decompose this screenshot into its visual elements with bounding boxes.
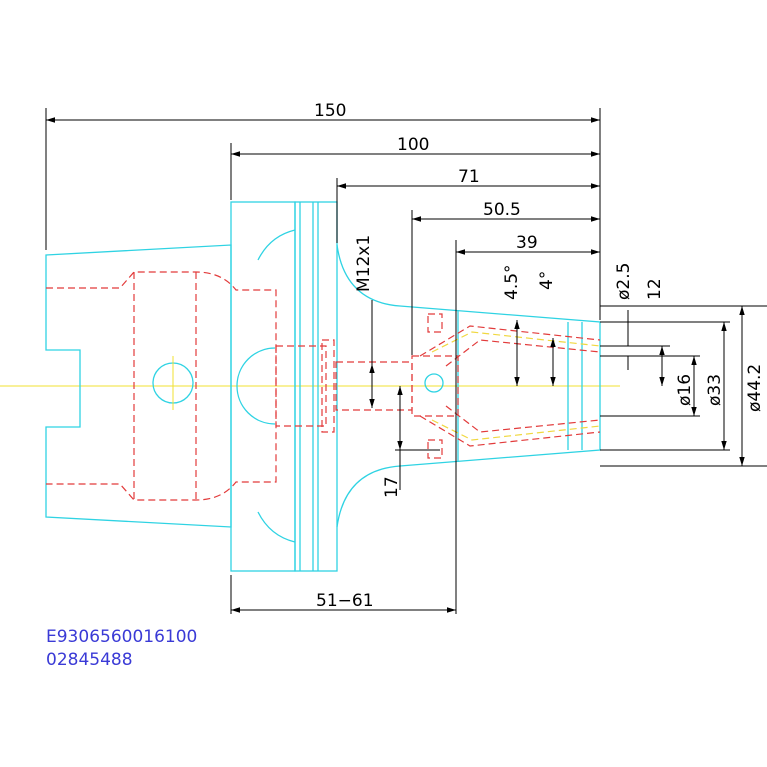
- dim-71: 71: [458, 167, 480, 187]
- dim-17: 17: [382, 476, 402, 498]
- collet-hidden-lines: [431, 331, 601, 441]
- dim-150: 150: [314, 101, 346, 121]
- internal-bore-hidden-lines: [46, 271, 601, 501]
- dimension-lines: [45, 108, 767, 614]
- part-code-secondary: 02845488: [46, 650, 133, 670]
- dim-12: 12: [645, 278, 665, 300]
- coolant-hole-circle: [424, 373, 444, 393]
- flange: [230, 201, 338, 572]
- dim-dia-44-2: ø44.2: [745, 364, 765, 412]
- dim-angle-4-5: 4.5°: [502, 264, 522, 300]
- dim-dia-16: ø16: [675, 374, 695, 406]
- dim-m12x1: M12x1: [354, 235, 374, 292]
- nose-body: [336, 244, 601, 528]
- dim-51-61: 51−61: [316, 591, 374, 611]
- dim-39: 39: [516, 233, 538, 253]
- dim-angle-4: 4°: [537, 271, 557, 290]
- dim-50-5: 50.5: [483, 200, 521, 220]
- part-code-primary: E9306560016100: [46, 627, 198, 647]
- dim-dia-33: ø33: [705, 374, 725, 406]
- dim-dia-2-5: ø2.5: [614, 263, 634, 300]
- dim-100: 100: [397, 135, 429, 155]
